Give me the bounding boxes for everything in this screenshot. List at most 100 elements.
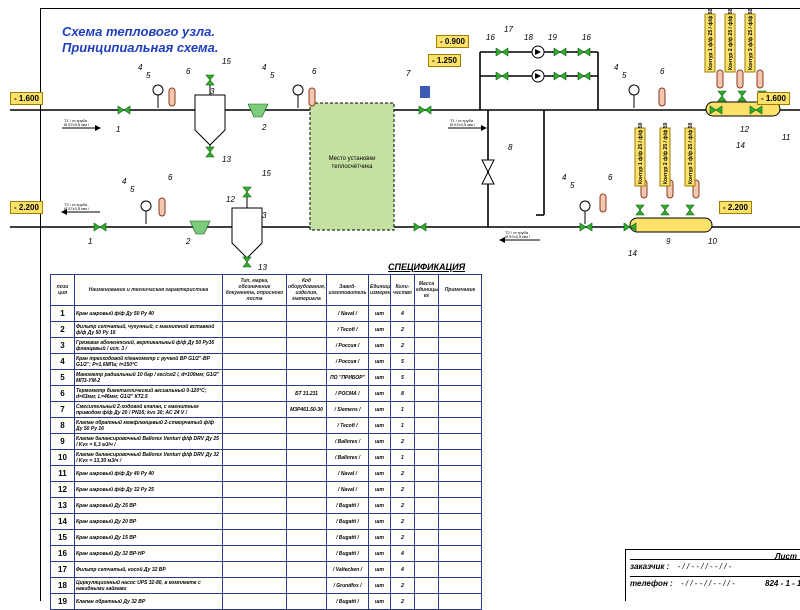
spec-cell-code — [286, 369, 327, 386]
spec-cell-qty: 2 — [390, 593, 415, 610]
spec-cell-type — [222, 417, 287, 434]
thermometer-icon — [658, 87, 666, 107]
spec-cell-name: Кран трехходовой п/манометр с ручкой ВР … — [74, 353, 223, 370]
ball-valve-icon — [495, 71, 509, 81]
ball-valve-icon — [242, 256, 252, 268]
position-number: 5 — [130, 185, 135, 194]
ball-valve-icon — [749, 105, 763, 115]
ball-valve-icon — [117, 105, 131, 115]
ball-valves — [93, 47, 767, 268]
spec-cell-maker: / Naval / — [326, 465, 369, 482]
spec-cell-note — [438, 433, 482, 450]
position-number: 13 — [222, 155, 231, 164]
spec-cell-name: Циркуляционный насос UPS 32-80, в компле… — [74, 577, 223, 594]
spec-cell-unit: шт — [368, 401, 391, 418]
position-number: 15 — [222, 57, 231, 66]
spec-cell-qty: 2 — [390, 513, 415, 530]
spec-cell-maker: / Bugatti / — [326, 593, 369, 610]
ball-valve-icon — [577, 47, 591, 57]
spec-cell-type — [222, 497, 287, 514]
spec-cell-code — [286, 337, 327, 354]
phone-row: телефон : - / / - - / / - - / / - 824 - … — [630, 576, 800, 594]
level-return-right: - 2.200 — [719, 201, 752, 214]
spec-cell-pos: 4 — [50, 353, 75, 370]
spec-cell-name: Смесительный 2-ходовой клапан, с магнитн… — [74, 401, 223, 418]
spec-cell-mass — [414, 369, 439, 386]
spec-cell-qty: 4 — [390, 545, 415, 562]
spec-cell-name: Клапан обратный межфланцевый 2-створчаты… — [74, 417, 223, 434]
spec-cell-code — [286, 353, 327, 370]
pipe-label-t1-right-sub: Ø 57x3,5 мм / — [450, 122, 476, 127]
position-number: 6 — [660, 67, 665, 76]
ball-valve-icon — [577, 71, 591, 81]
spec-cell-unit: шт — [368, 385, 391, 402]
position-number: 6 — [312, 67, 317, 76]
ball-valve-icon — [709, 105, 723, 115]
spec-cell-qty: 2 — [390, 497, 415, 514]
spec-cell-code: БТ 31.211 — [286, 385, 327, 402]
spec-cell-maker: / Grundfos / — [326, 577, 369, 594]
spec-cell-maker: / Ballorex / — [326, 433, 369, 450]
spec-cell-maker: ПО "ПРИБОР" — [326, 369, 369, 386]
pressure-gauge-icon — [152, 84, 164, 96]
spec-cell-name: Фильтр сетчатый, чугунный, с магнитной в… — [74, 321, 223, 338]
circuit-flag — [744, 13, 756, 73]
position-number: 9 — [666, 237, 671, 246]
position-number: 16 — [486, 33, 495, 42]
actuator-icon — [420, 86, 430, 98]
spec-header-cell: Масса единицы, кг — [414, 274, 439, 306]
spec-cell-name: Кран шаровый Ду 25 ВР — [74, 497, 223, 514]
spec-cell-mass — [414, 545, 439, 562]
spec-cell-mass — [414, 337, 439, 354]
ball-valve-icon — [579, 222, 593, 232]
spec-cell-qty: 2 — [390, 465, 415, 482]
ball-valve-icon — [495, 47, 509, 57]
spec-cell-name: Кран шаровый ф/ф Ду 50 Ру 40 — [74, 305, 223, 322]
spec-cell-unit: шт — [368, 417, 391, 434]
spec-cell-pos: 8 — [50, 417, 75, 434]
spec-cell-unit: шт — [368, 481, 391, 498]
spec-cell-pos: 11 — [50, 465, 75, 482]
position-number: 2 — [261, 123, 267, 132]
spec-cell-name: Грязевик абонентский, вертикальный ф/ф Д… — [74, 337, 223, 354]
spec-cell-qty: 5 — [390, 369, 415, 386]
strainer-icon — [247, 103, 269, 118]
pressure-gauge-icon — [579, 200, 591, 212]
position-number: 4 — [614, 63, 619, 72]
position-number: 14 — [628, 249, 637, 258]
spec-cell-unit: шт — [368, 305, 391, 322]
position-number: 3 — [262, 211, 267, 220]
spec-cell-qty: 2 — [390, 337, 415, 354]
spec-cell-pos: 7 — [50, 401, 75, 418]
ball-valve-icon — [737, 90, 747, 102]
spec-cell-unit: шт — [368, 449, 391, 466]
spec-cell-type — [222, 513, 287, 530]
spec-cell-type — [222, 577, 287, 594]
spec-cell-mass — [414, 513, 439, 530]
position-number: 16 — [582, 33, 591, 42]
ball-valve-icon — [553, 71, 567, 81]
spec-cell-unit: шт — [368, 577, 391, 594]
position-number: 6 — [168, 173, 173, 182]
spec-cell-type — [222, 529, 287, 546]
level-supply-right: - 1.600 — [757, 92, 790, 105]
ball-valve-icon — [205, 146, 215, 158]
spec-cell-pos: 10 — [50, 449, 75, 466]
position-number: 18 — [524, 33, 533, 42]
level-pump-lower: - 1.250 — [428, 54, 461, 67]
position-number: 1 — [116, 125, 120, 134]
circuit-flag — [704, 13, 716, 73]
spec-cell-maker: / Bugatti / — [326, 513, 369, 530]
customer-value: - / / - - / / - - / / - — [677, 562, 732, 571]
spec-cell-name: Манометр радиальный 10 бар / кгс/см2 /, … — [74, 369, 223, 386]
position-number: 4 — [138, 63, 143, 72]
spec-cell-note — [438, 321, 482, 338]
spec-cell-name: Клапан обратный Ду 32 ВР — [74, 593, 223, 610]
spec-cell-name: Кран шаровый ф/ф Ду 40 Ру 40 — [74, 465, 223, 482]
check-valve-8 — [481, 159, 495, 185]
spec-cell-unit: шт — [368, 337, 391, 354]
